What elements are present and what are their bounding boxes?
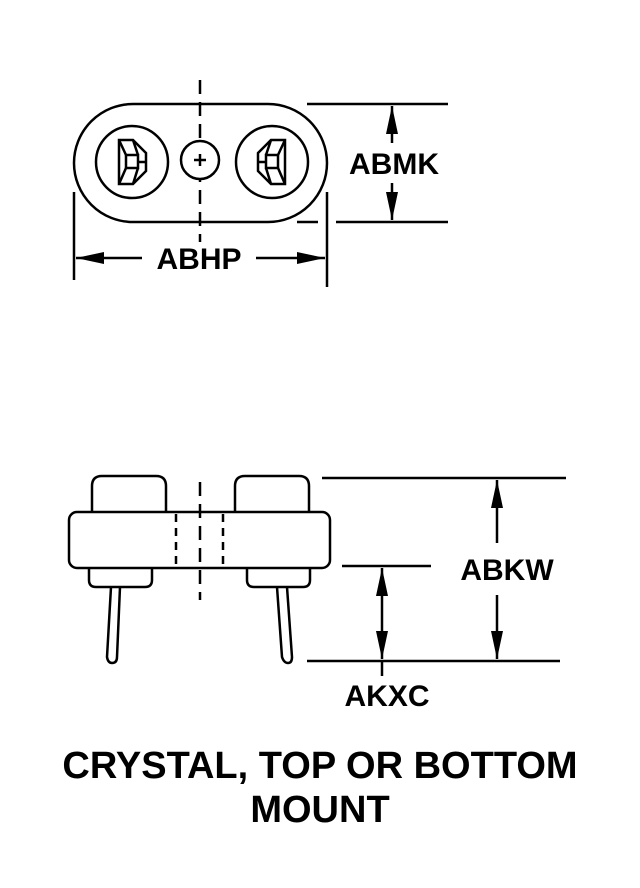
dimension-abhp: ABHP xyxy=(72,192,329,287)
right-top-cap xyxy=(233,474,311,512)
top-view: ABMK ABHP xyxy=(72,80,448,287)
left-terminal xyxy=(94,124,170,200)
center-mount-hole xyxy=(179,139,221,181)
right-terminal xyxy=(234,124,310,200)
right-bottom-cap xyxy=(245,568,312,589)
abmk-label: ABMK xyxy=(349,148,439,181)
left-bottom-cap xyxy=(87,568,154,589)
caption-line-2: MOUNT xyxy=(250,789,389,831)
caption-line-1: CRYSTAL, TOP OR BOTTOM xyxy=(62,745,577,787)
dimension-abmk: ABMK xyxy=(297,102,448,224)
side-view: ABKW AKXC xyxy=(67,474,566,713)
abkw-label: ABKW xyxy=(460,554,554,587)
akxc-label: AKXC xyxy=(344,680,429,713)
left-pin xyxy=(105,586,122,665)
right-pin xyxy=(275,586,294,665)
dimension-akxc: AKXC xyxy=(342,564,431,713)
left-top-cap xyxy=(90,474,168,512)
dimension-abkw: ABKW xyxy=(307,476,566,663)
abhp-label: ABHP xyxy=(156,243,241,276)
